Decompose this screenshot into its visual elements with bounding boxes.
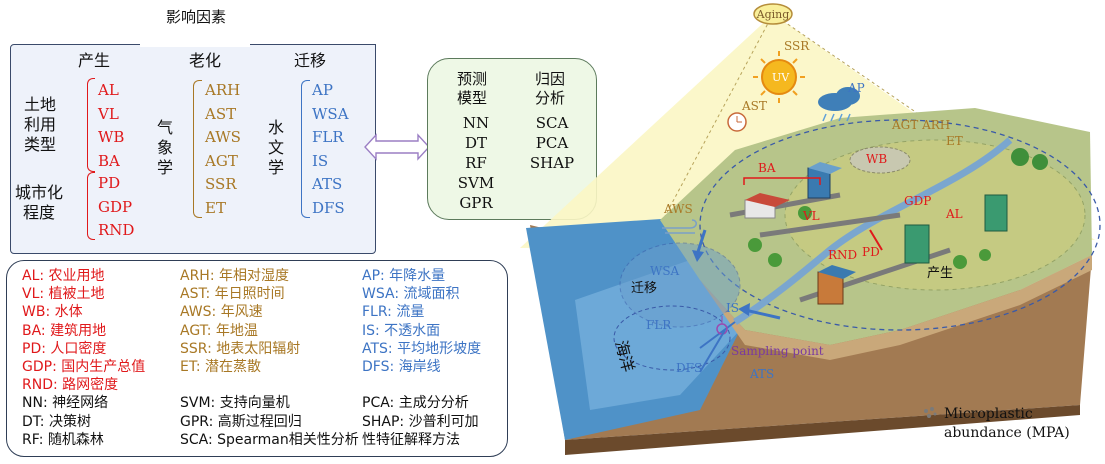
glossary-entry: PD: 人口密度 [22,340,107,357]
glossary-entry: AWS: 年风速 [180,304,263,321]
glossary-entry: NN: 神经网络 [22,395,109,412]
et-label: ET [946,134,963,148]
attrib-title: 归因分析 [535,70,566,107]
microplastic-icon [924,407,937,418]
glossary-entry: DT: 决策树 [22,413,91,430]
migration-label: 迁移 [631,281,657,296]
factors-title: 影响因素 [166,8,227,26]
glossary-entry: SHAP: 沙普利可加 [362,413,479,430]
urbanization-label: 城市化程度 [15,183,64,222]
glossary-entry: ATS: 平均地形坡度 [362,340,482,357]
ats-label: ATS [749,367,774,381]
wb-label: WB [866,152,887,166]
glossary-entry: RND: 路网密度 [22,377,119,394]
land-use-label: 土地利用类型 [24,95,57,154]
land-use-brace [87,78,95,172]
glossary-entry: BA: 建筑用地 [22,322,107,339]
ssr-label: SSR [784,39,810,53]
col-production-header: 产生 [78,51,111,70]
mpa-legend-line1: Microplastic [944,406,1033,422]
uv-label: UV [772,71,790,84]
glossary-entry: VL: 植被土地 [22,286,105,303]
col-migration-header: 迁移 [294,51,327,70]
aging-ellipse [753,3,793,25]
glossary-entry: WB: 水体 [22,304,83,321]
glossary-entry: SVM: 支持向量机 [180,395,290,412]
glossary-box [6,260,508,457]
glossary-entry: WSA: 流域面积 [362,286,460,303]
dfs-label: DFS [676,361,702,375]
pd-label: PD [862,245,880,259]
ap-label: AP [847,81,865,95]
glossary-entry: AGT: 年地温 [180,322,258,339]
meteorology-label: 气象学 [157,118,174,177]
glossary-entry: AP: 年降水量 [362,268,446,284]
sampling-point-label: Sampling point [731,344,824,358]
glossary-entry: DFS: 海岸线 [362,358,441,375]
hydrology-label: 水文学 [268,118,285,177]
glossary-entry: FLR: 流量 [362,304,425,321]
glossary-entry [362,376,481,394]
aws-label: AWS [663,202,693,216]
watershed-illustration: Aging SSR UV AP AST AGT ARH ET WB BA VL … [520,3,1101,455]
glossary-entry: 性特征解释方法 [362,431,460,448]
migration-brace [301,80,310,218]
glossary-entry: ARH: 年相对湿度 [180,268,289,284]
double-arrow-icon [364,133,430,161]
glossary-entry: AST: 年日照时间 [180,286,285,303]
glossary-entry: PCA: 主成分分析 [362,395,469,412]
title-gap [140,41,250,47]
is-label: IS [726,301,739,315]
predict-title: 预测模型 [457,70,488,107]
aging-label: Aging [756,8,790,21]
wind-icon [662,219,697,234]
models-box [427,58,597,220]
al-label: AL [945,207,963,221]
urban-brace [87,172,95,240]
ba-label: BA [758,161,776,175]
glossary-entry: ET: 潜在蒸散 [180,358,262,375]
land-surface [660,108,1092,345]
glossary-entry [180,376,359,394]
mpa-legend-line2: abundance (MPA) [944,425,1070,441]
agt-arh-label: AGT ARH [891,118,950,132]
glossary-entry: SCA: Spearman相关性分析 [180,431,359,448]
glossary-entry: GPR: 高斯过程回归 [180,413,302,430]
sunshine-clock-icon [727,112,747,132]
glossary-entry: AL: 农业用地 [22,268,105,284]
rain-cloud-icon [818,87,860,122]
glossary-entry: GDP: 国内生产总值 [22,358,146,375]
production-label: 产生 [927,266,953,281]
glossary-entry: SSR: 地表太阳辐射 [180,340,301,357]
vl-label: VL [802,209,820,223]
rnd-label: RND [828,248,857,262]
flr-label: FLR [646,318,672,332]
aging-brace [193,80,202,218]
ast-label: AST [741,99,767,113]
wsa-label: WSA [650,264,680,278]
gdp-label: GDP [904,194,931,208]
sun-icon [753,51,805,103]
glossary-entry: IS: 不透水面 [362,322,441,339]
glossary-entry: RF: 随机森林 [22,431,104,448]
col-aging-header: 老化 [189,51,222,70]
